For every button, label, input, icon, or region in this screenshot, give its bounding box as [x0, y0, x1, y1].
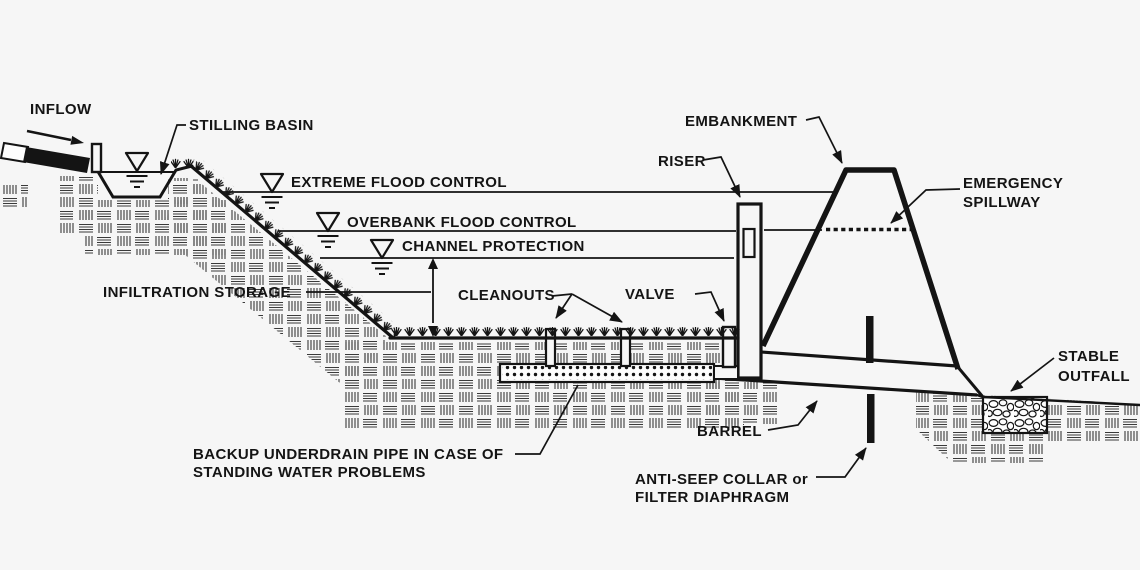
- cleanouts-label: CLEANOUTS: [458, 287, 555, 304]
- anti-seep-collar: [866, 316, 875, 443]
- stable-outfall-label-line2: OUTFALL: [1058, 368, 1130, 385]
- barrel-body: [714, 351, 983, 397]
- cleanouts-leader-right: [571, 293, 623, 323]
- inflow-pipe: [23, 147, 90, 173]
- overbank-flood-control-label: OVERBANK FLOOD CONTROL: [347, 214, 577, 231]
- storage-depth-arrow-down: [428, 326, 438, 337]
- anti-seep-label-line2: FILTER DIAPHRAGM: [635, 489, 789, 506]
- channel-protection-label: CHANNEL PROTECTION: [402, 238, 585, 255]
- inflow-arrow-head: [70, 135, 84, 145]
- riprap-outfall-apron: [981, 395, 1049, 435]
- extreme-flood-control-label: EXTREME FLOOD CONTROL: [291, 174, 507, 191]
- soil-patch-under-slope: [155, 180, 388, 388]
- water-surface-symbol-extreme: [259, 172, 285, 210]
- grass-basin-floor: [390, 327, 740, 338]
- riser-leader: [702, 156, 741, 198]
- emergency-spillway-leader: [890, 188, 961, 224]
- embankment-outline: [760, 167, 961, 370]
- anti-seep-collar-lower: [867, 394, 875, 443]
- anti-seep-label-line1: ANTI-SEEP COLLAR or: [635, 471, 808, 488]
- labels: INFLOW STILLING BASIN EXTREME FLOOD CONT…: [30, 101, 1130, 506]
- water-surface-symbol-basin: [124, 151, 150, 189]
- stilling-basin-leader: [159, 124, 186, 175]
- backup-underdrain-leader: [515, 384, 579, 455]
- inflow-label: INFLOW: [30, 101, 92, 118]
- downstream-ground-line: [975, 393, 1140, 407]
- embankment-leader: [805, 116, 843, 164]
- stilling-basin-label: STILLING BASIN: [189, 117, 314, 134]
- stilling-basin-outline: [95, 164, 194, 199]
- backup-underdrain-label-line1: BACKUP UNDERDRAIN PIPE IN CASE OF: [193, 446, 503, 463]
- soil-hatch-regions: [0, 176, 1140, 463]
- storage-depth-arrow: [428, 258, 438, 337]
- soil-patch-under-barrel: [700, 382, 780, 424]
- inflow-headwall: [90, 142, 103, 174]
- riser-body: [736, 202, 763, 380]
- storage-depth-arrow-up: [428, 258, 438, 269]
- embankment-label: EMBANKMENT: [685, 113, 797, 130]
- anti-seep-collar-upper: [866, 316, 874, 363]
- stable-outfall-label-line1: STABLE: [1058, 348, 1119, 365]
- inflow-arrow-shaft: [26, 129, 72, 142]
- barrel-conduit: [713, 350, 985, 398]
- barrel-label: BARREL: [697, 423, 762, 440]
- cleanouts-leader-stub: [551, 293, 573, 297]
- underdrain-system: [498, 325, 739, 384]
- riser-orifice: [742, 227, 756, 259]
- leader-lines: [159, 116, 1055, 478]
- anti-seep-leader: [816, 447, 867, 478]
- inflow-structure: [0, 129, 103, 174]
- water-surface-symbol-overbank: [315, 211, 341, 249]
- riser-structure: [736, 202, 763, 380]
- emergency-spillway-label-line2: SPILLWAY: [963, 194, 1041, 211]
- water-surface-symbol-channel: [369, 238, 395, 276]
- infiltration-storage-label: INFILTRATION STORAGE: [103, 284, 291, 301]
- barrel-outlet-edge: [955, 365, 985, 398]
- barrel-top-line: [760, 350, 958, 368]
- soil-patch-far-left: [0, 185, 28, 210]
- underdrain-pipe-perforations: [502, 366, 712, 380]
- backup-underdrain-label-line2: STANDING WATER PROBLEMS: [193, 464, 426, 481]
- emergency-spillway-label-line1: EMERGENCY: [963, 175, 1063, 192]
- cleanouts-leader-left: [555, 293, 573, 319]
- barrel-leader: [767, 400, 818, 431]
- stable-outfall-leader: [1010, 357, 1055, 392]
- riser-label: RISER: [658, 153, 706, 170]
- valve-leader: [694, 291, 725, 322]
- barrel-bottom-line: [713, 376, 978, 397]
- valve-label: VALVE: [625, 286, 675, 303]
- soil-patch-under-floor: [344, 342, 744, 430]
